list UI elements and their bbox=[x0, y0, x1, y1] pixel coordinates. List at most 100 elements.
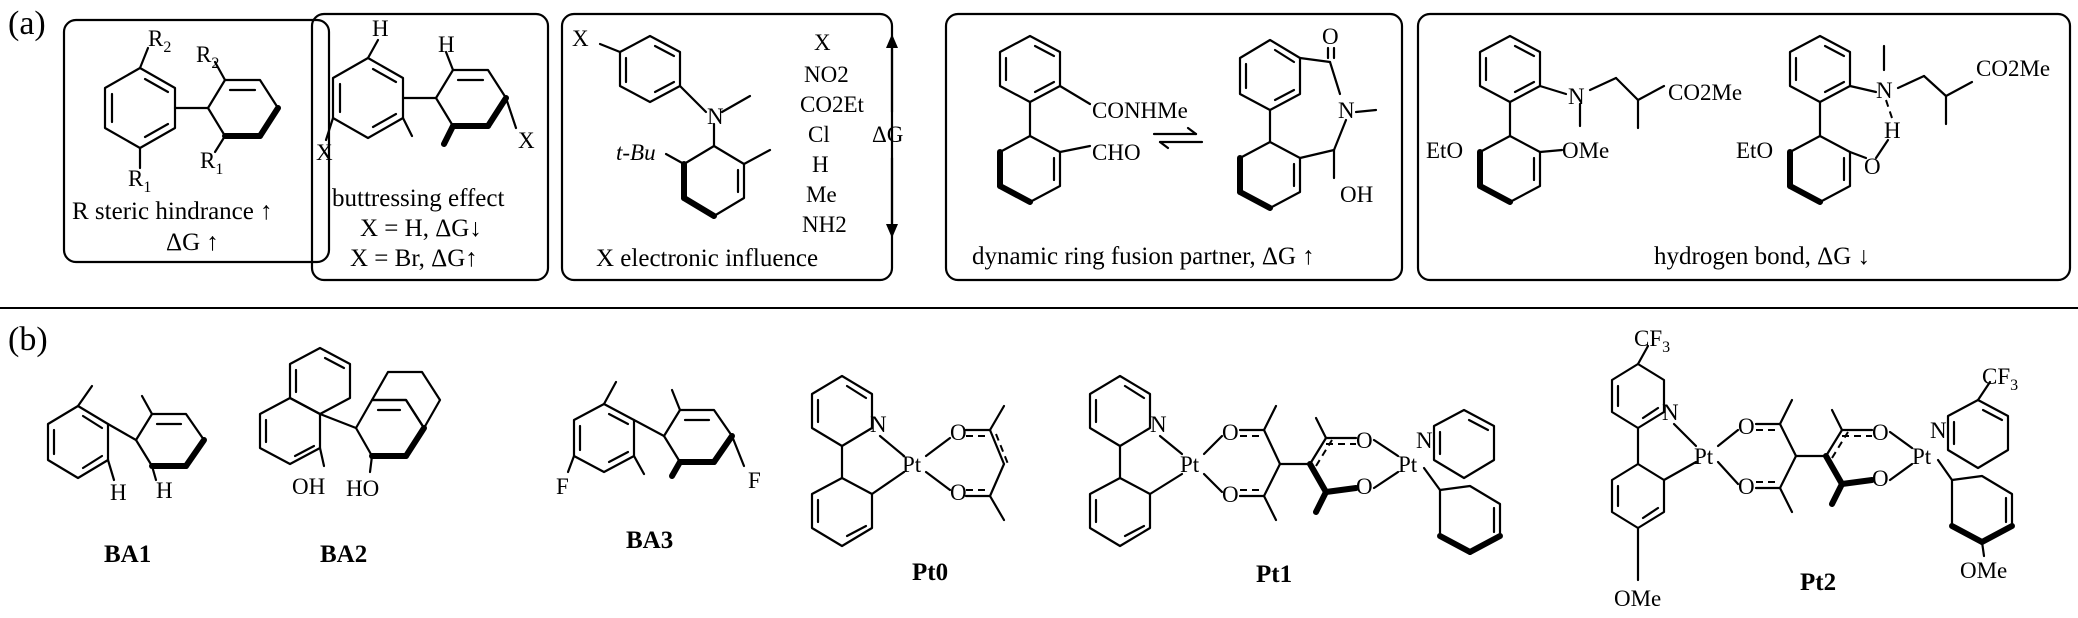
compound-pt2: CF3 N Pt O O O O Pt N CF3 OMe OMe Pt2 bbox=[1610, 326, 2018, 611]
pt2-cf3-label-2: CF3 bbox=[1982, 364, 2018, 394]
r1-left-label: R1 bbox=[128, 166, 151, 196]
pt2-n-label-2: N bbox=[1930, 418, 1947, 443]
hydroxy-biaryl-ester-structure bbox=[1787, 34, 1974, 205]
pt2-o-label-2: O bbox=[1738, 474, 1755, 499]
cho-label: CHO bbox=[1092, 140, 1141, 165]
buttressed-biaryl-structure bbox=[324, 38, 518, 147]
x-label-left: X bbox=[316, 140, 333, 165]
substituent-item: NO2 bbox=[804, 62, 849, 87]
dg-label: ΔG bbox=[872, 122, 903, 147]
steric-caption-line1: R steric hindrance ↑ bbox=[72, 198, 273, 225]
pt2-pt-label-2: Pt bbox=[1912, 444, 1932, 469]
x-label-right: X bbox=[518, 128, 535, 153]
compound-ba3: F F BA3 bbox=[556, 380, 761, 554]
pt1-name: Pt1 bbox=[1256, 561, 1292, 588]
electronic-caption: X electronic influence bbox=[596, 245, 818, 272]
electronic-influence-box: X N t-Bu X NO2 CO2Et Cl H Me NH2 ΔG X el… bbox=[560, 12, 903, 282]
n-aryl-aniline-structure bbox=[598, 34, 772, 219]
ring-fusion-caption: dynamic ring fusion partner, ΔG ↑ bbox=[972, 243, 1315, 270]
h-label-right: H bbox=[438, 32, 455, 57]
ester-label-2: CO2Me bbox=[1976, 56, 2050, 81]
pt2-pt-label-1: Pt bbox=[1694, 444, 1714, 469]
ba2-name: BA2 bbox=[320, 541, 367, 568]
hydrogen-label: H bbox=[1884, 118, 1901, 143]
substituent-item: NH2 bbox=[802, 212, 847, 237]
pt0-n-label: N bbox=[870, 412, 887, 437]
panel-label-a: (a) bbox=[8, 5, 46, 42]
pt2-o-label-1: O bbox=[1738, 414, 1755, 439]
amine-nitrogen-label-2: N bbox=[1876, 78, 1893, 103]
nitrogen-label: N bbox=[707, 104, 724, 129]
ring-fusion-box: CONHMe CHO O N OH bbox=[944, 12, 1404, 282]
tbu-label: t-Bu bbox=[616, 140, 656, 165]
pt1-o-label-2: O bbox=[1222, 482, 1239, 507]
pt2-ome-label-2: OMe bbox=[1960, 558, 2007, 583]
substituent-item: H bbox=[812, 152, 829, 177]
methoxy-biaryl-ester-structure bbox=[1477, 34, 1666, 205]
buttressing-caption-line2: X = H, ΔG↓ bbox=[360, 215, 482, 242]
pt1-o-label-4: O bbox=[1356, 474, 1373, 499]
compound-pt0: N Pt O O Pt0 bbox=[810, 374, 1009, 586]
ba3-f-label-1: F bbox=[556, 474, 569, 499]
pt1-n-label-2: N bbox=[1416, 428, 1433, 453]
ba2-oh-label-1: OH bbox=[292, 474, 325, 499]
equilibrium-arrows bbox=[1152, 126, 1204, 150]
dg-double-arrow bbox=[886, 34, 898, 238]
hydrogen-bond-box: N CO2Me EtO OMe N H O CO2Me EtO bbox=[1416, 12, 2072, 282]
r2-top-label: R2 bbox=[148, 26, 171, 56]
fused-lactam-structure bbox=[1237, 38, 1378, 211]
hbond-caption: hydrogen bond, ΔG ↓ bbox=[1654, 243, 1870, 270]
r2-right-label: R2 bbox=[196, 42, 219, 72]
pt0-o-label-2: O bbox=[950, 480, 967, 505]
pt1-n-label-1: N bbox=[1150, 412, 1167, 437]
substituent-item: CO2Et bbox=[800, 92, 865, 117]
pt1-pt-label-1: Pt bbox=[1180, 452, 1200, 477]
compound-ba1: H H BA1 bbox=[46, 384, 207, 568]
pt0-pt-label: Pt bbox=[902, 452, 922, 477]
hydroxyl-oxygen-label: O bbox=[1864, 154, 1881, 179]
lactam-nitrogen-label: N bbox=[1338, 98, 1355, 123]
ba3-f-label-2: F bbox=[748, 468, 761, 493]
biaryl-structure bbox=[103, 46, 281, 170]
ethoxy-label-2: EtO bbox=[1736, 138, 1773, 163]
pt2-ome-label-1: OMe bbox=[1614, 586, 1661, 611]
pt0-o-label-1: O bbox=[950, 420, 967, 445]
x-substituent-label: X bbox=[572, 26, 589, 51]
pt1-pt-label-2: Pt bbox=[1398, 452, 1418, 477]
substituent-item: Me bbox=[806, 182, 837, 207]
panel-label-b: (b) bbox=[8, 321, 48, 358]
ba1-h-label-1: H bbox=[110, 480, 127, 505]
r1-right-label: R1 bbox=[200, 148, 223, 178]
lactam-oxygen-label: O bbox=[1322, 24, 1339, 49]
pt2-n-label-1: N bbox=[1662, 400, 1679, 425]
hydroxyl-label: OH bbox=[1340, 182, 1373, 207]
box-frame bbox=[310, 12, 550, 282]
box-frame bbox=[62, 18, 331, 264]
ba3-name: BA3 bbox=[626, 527, 673, 554]
buttressing-caption-line3: X = Br, ΔG↑ bbox=[350, 245, 478, 272]
ethoxy-label-1: EtO bbox=[1426, 138, 1463, 163]
substituent-item: X bbox=[814, 30, 831, 55]
buttressing-caption-line1: buttressing effect bbox=[332, 185, 504, 212]
amine-nitrogen-label-1: N bbox=[1568, 84, 1585, 109]
box-frame bbox=[1416, 12, 2072, 282]
substituent-item: Cl bbox=[808, 122, 830, 147]
pt0-name: Pt0 bbox=[912, 559, 948, 586]
pt2-name: Pt2 bbox=[1800, 569, 1836, 596]
steric-hindrance-box: R2 R2 R1 R1 R steric hindrance ↑ ΔG ↑ bbox=[62, 18, 331, 264]
h-label-left: H bbox=[372, 16, 389, 41]
ba1-h-label-2: H bbox=[156, 478, 173, 503]
pt2-o-label-4: O bbox=[1872, 466, 1889, 491]
methoxy-label: OMe bbox=[1562, 138, 1609, 163]
conhme-label: CONHMe bbox=[1092, 98, 1188, 123]
buttressing-effect-box: H H X X buttressing effect X = H, ΔG↓ X … bbox=[310, 12, 550, 282]
pt2-o-label-3: O bbox=[1872, 420, 1889, 445]
box-frame bbox=[560, 12, 894, 282]
compound-ba2: OH HO BA2 bbox=[258, 346, 442, 568]
compound-pt1: N Pt O O O O Pt N Pt1 bbox=[1088, 374, 1503, 588]
pt1-o-label-3: O bbox=[1356, 428, 1373, 453]
ester-label-1: CO2Me bbox=[1668, 80, 1742, 105]
ba2-oh-label-2: HO bbox=[346, 476, 379, 501]
ba1-name: BA1 bbox=[104, 541, 151, 568]
